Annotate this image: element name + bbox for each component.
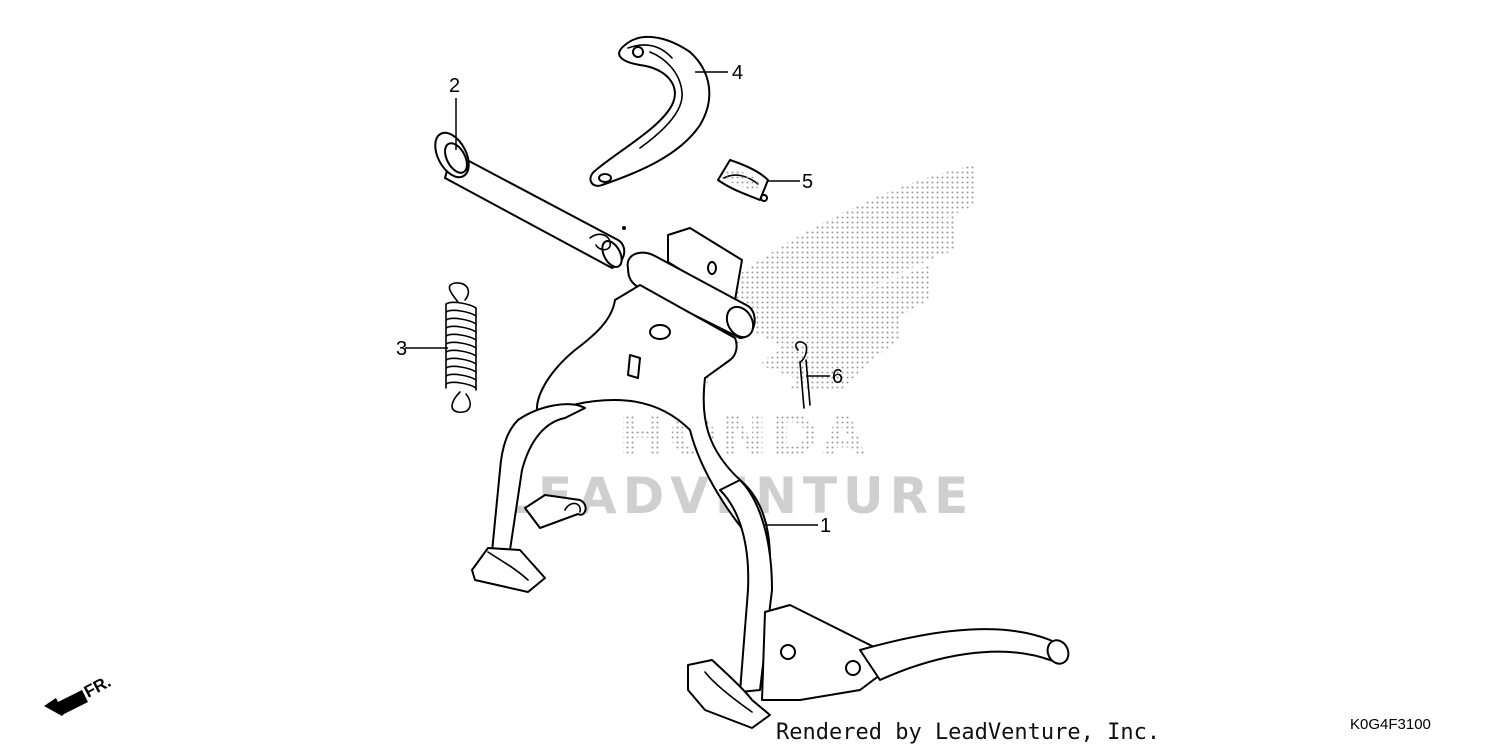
callout-3[interactable]: 3 <box>396 338 407 360</box>
callout-5[interactable]: 5 <box>802 171 813 193</box>
leader-lines <box>405 71 830 526</box>
callout-labels: 1 2 3 4 5 6 <box>396 62 843 537</box>
callout-1[interactable]: 1 <box>820 515 831 537</box>
front-label: FR. <box>81 672 114 702</box>
part-1-main-stand[interactable] <box>471 227 1072 729</box>
honda-logo-text: HONDA <box>618 404 869 469</box>
part-4-stand-bracket[interactable] <box>589 35 711 187</box>
part-5-stopper-rubber[interactable] <box>717 159 769 202</box>
part-2-pivot-shaft[interactable] <box>428 127 626 270</box>
diagram-code: K0G4F3100 <box>1350 716 1431 733</box>
callout-6[interactable]: 6 <box>832 366 843 388</box>
front-direction-indicator: FR. <box>44 672 114 716</box>
part-3-return-spring[interactable] <box>445 282 477 414</box>
callout-2[interactable]: 2 <box>449 75 460 97</box>
render-credit: Rendered by LeadVenture, Inc. <box>776 720 1160 745</box>
callout-4[interactable]: 4 <box>732 62 743 84</box>
part-6-cotter-pin[interactable] <box>795 341 811 409</box>
front-arrow-icon <box>44 690 88 716</box>
